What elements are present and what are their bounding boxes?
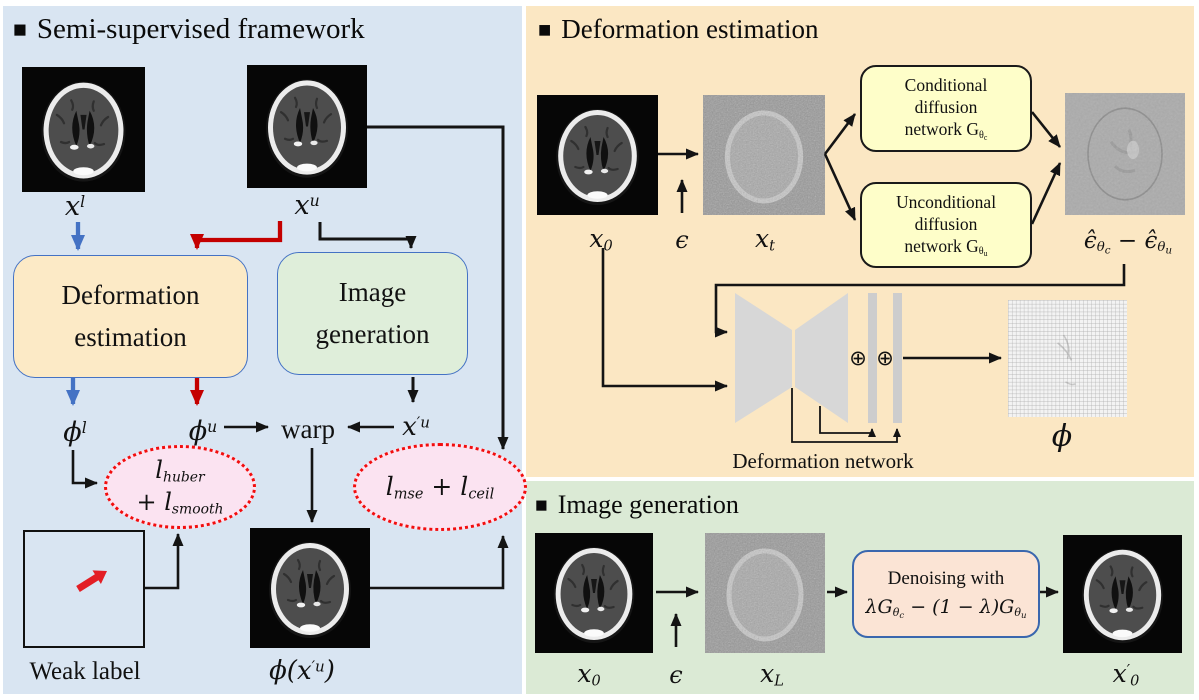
imggen-box-line2: generation [315,318,430,349]
cond-box-line1: Conditional [904,75,988,95]
label-epsilon-imggen: ϵ [669,661,683,689]
ct-image-warped-result [250,528,370,648]
label-xprime-u: x′u [402,412,430,442]
cond-box-line2: diffusion [914,97,978,118]
deformation-box-line2: estimation [74,321,187,352]
label-phil: ϕl [63,417,87,448]
oplus-icon: ⊕ [876,346,894,370]
label-phi-xprime-u: ϕ(x′u) [269,656,335,686]
ct-image-x-unlabeled [247,65,367,188]
ct-image-x-labeled [22,67,145,192]
denoise-box-line1: Denoising with [887,567,1005,589]
cond-box-line3: network Gθc [904,119,988,142]
uncond-box-line3: network Gθu [904,235,988,259]
label-x0-deform: x0 [589,224,613,255]
ct-image-x0-deform [537,95,658,215]
label-xu: xu [294,190,320,221]
label-xt: xt [755,224,775,255]
imggen-panel-title: ■ Image generation [535,490,739,520]
label-x0-imggen: x0 [577,659,601,690]
loss-huber: lhuber [155,456,205,486]
semi-panel-title: ■ Semi-supervised framework [13,13,365,46]
unconditional-diffusion-box: Unconditional diffusion network Gθu [860,182,1032,268]
label-x0-prime: x′0 [1112,659,1140,690]
semi-panel-title-text: Semi-supervised framework [36,13,365,45]
loss-ellipse-mse-ceil: lmse + lceil [353,443,527,531]
section-bullet-icon: ■ [13,17,27,42]
noise-difference-image [1065,93,1185,215]
label-eps-hat-difference: ϵ̂θc − ϵ̂θu [1083,228,1173,257]
loss-smooth: + lsmooth [136,488,224,518]
weak-label-box [23,530,145,648]
label-phiu: ϕu [188,416,218,447]
deformation-estimation-box: Deformation estimation [13,255,248,378]
label-deformation-network: Deformation network [732,449,914,473]
deform-panel-title-text: Deformation estimation [561,14,819,44]
deformation-field-image [1008,300,1127,417]
ct-image-x0-imggen [535,533,653,653]
label-xL: xL [760,659,784,690]
ct-image-x0-generated [1063,535,1182,653]
uncond-box-line1: Unconditional [895,191,997,212]
label-xl: xl [64,191,86,222]
imggen-panel-title-text: Image generation [557,490,739,519]
label-epsilon-deform: ϵ [675,226,689,254]
conditional-diffusion-box: Conditional diffusion network Gθc [860,65,1032,152]
uncond-box-line2: diffusion [914,213,978,234]
loss-mse-ceil: lmse + lceil [385,471,495,503]
label-warp: warp [281,414,335,444]
noisy-image-xt [703,95,825,215]
loss-ellipse-huber-smooth: lhuber + lsmooth [104,445,256,529]
noisy-image-xL [705,533,825,653]
oplus-icon: ⊕ [849,346,867,370]
deformation-box-line1: Deformation [61,279,200,310]
label-weak-label: Weak label [29,658,141,685]
image-generation-box: Image generation [277,252,468,375]
section-bullet-icon: ■ [538,16,552,42]
denoising-box: Denoising with λGθc − (1 − λ)Gθu [852,550,1040,638]
label-phi-field: ϕ [1051,419,1073,454]
section-bullet-icon: ■ [535,492,548,517]
denoise-box-line2: λGθc − (1 − λ)Gθu [865,596,1027,622]
imggen-box-line1: Image [338,276,407,307]
deform-panel-title: ■ Deformation estimation [538,14,818,45]
